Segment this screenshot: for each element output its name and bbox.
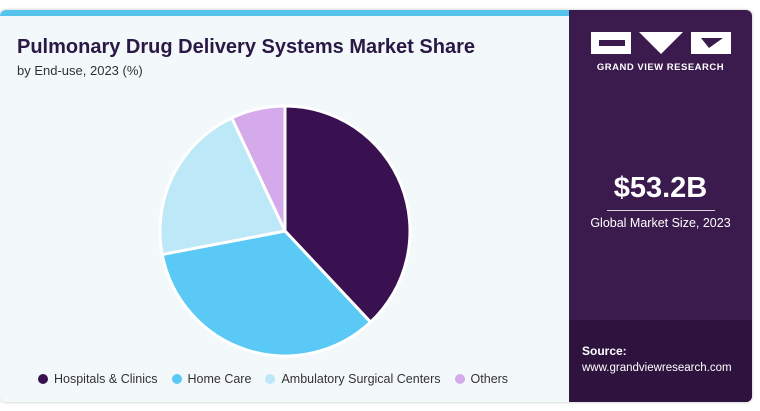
legend-item-others: Others xyxy=(454,372,509,386)
legend-item-ambulatory: Ambulatory Surgical Centers xyxy=(265,372,441,386)
legend-item-home-care: Home Care xyxy=(171,372,252,386)
chart-legend: Hospitals & Clinics Home Care Ambulatory… xyxy=(38,372,522,386)
chart-panel: Pulmonary Drug Delivery Systems Market S… xyxy=(0,10,569,402)
legend-label: Home Care xyxy=(187,372,252,386)
chart-card: Pulmonary Drug Delivery Systems Market S… xyxy=(0,10,752,402)
accent-bar xyxy=(0,10,569,16)
chart-subtitle: by End-use, 2023 (%) xyxy=(17,63,143,78)
logo-text: GRAND VIEW RESEARCH xyxy=(596,62,725,73)
side-panel: GRAND VIEW RESEARCH $53.2B Global Market… xyxy=(569,10,752,402)
divider xyxy=(607,210,715,211)
pie-slice-home-care xyxy=(160,229,373,358)
legend-swatch xyxy=(171,374,182,384)
pie-slice-others xyxy=(230,104,287,233)
chart-title: Pulmonary Drug Delivery Systems Market S… xyxy=(17,36,475,58)
source-link[interactable]: www.grandviewresearch.com xyxy=(582,362,732,374)
source-label: Source: xyxy=(582,344,627,358)
source-box: Source: www.grandviewresearch.com xyxy=(569,320,752,402)
legend-item-hospitals: Hospitals & Clinics xyxy=(38,372,158,386)
legend-swatch xyxy=(454,374,465,384)
market-size-value: $53.2B xyxy=(613,172,708,204)
grand-view-research-logo xyxy=(591,32,731,54)
pie-slice-ambulatory-surgical-centers xyxy=(158,116,287,256)
legend-label: Hospitals & Clinics xyxy=(54,372,158,386)
legend-label: Ambulatory Surgical Centers xyxy=(281,372,441,386)
legend-swatch xyxy=(265,374,276,384)
market-size-label: Global Market Size, 2023 xyxy=(590,216,731,230)
legend-swatch xyxy=(38,374,48,384)
pie-chart xyxy=(158,104,412,358)
pie-slice-hospitals-clinics xyxy=(283,104,412,324)
legend-label: Others xyxy=(470,372,509,386)
